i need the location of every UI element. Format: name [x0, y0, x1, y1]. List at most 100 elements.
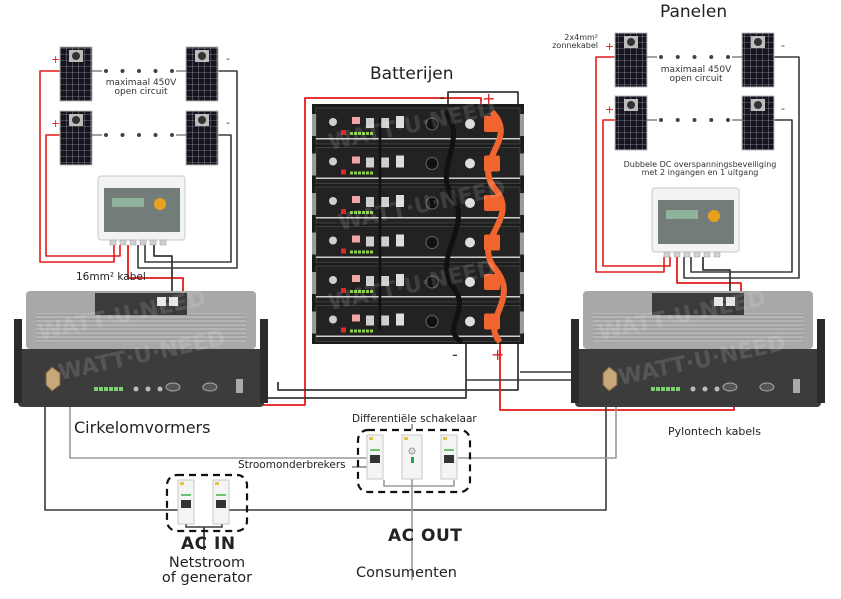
rack-ear [312, 232, 316, 255]
soc-led [358, 211, 361, 214]
right-positive-wire-1 [595, 56, 665, 273]
ac-in-source-line2: of generator [161, 570, 253, 587]
terminal-block [114, 387, 118, 391]
battery-module [312, 265, 524, 303]
surge-protector-line1: Dubbele DC overspanningsbeveiliging [623, 160, 777, 169]
soc-led [354, 171, 357, 175]
soc-led [366, 171, 369, 175]
rj45-port-icon [366, 236, 374, 247]
soc-led [362, 290, 365, 293]
terminal-block [104, 387, 108, 391]
status-led [341, 288, 346, 293]
rj45-port-icon [381, 236, 389, 247]
left-dc-surge-protector [97, 175, 186, 246]
rj45-port-icon [714, 297, 723, 306]
cable-gland-icon [602, 366, 618, 392]
series-dot [120, 69, 125, 73]
power-switch-icon [329, 276, 337, 284]
right-string-voltage-label: maximaal 450V open circuit [651, 65, 741, 85]
right-string1-plus-sign: + [605, 40, 615, 53]
power-switch-icon [329, 157, 337, 166]
negative-terminal [425, 157, 439, 170]
negative-terminal [425, 117, 439, 131]
negative-terminal [425, 275, 439, 289]
breaker-toggle [370, 455, 380, 463]
rj45-port-icon [366, 118, 374, 128]
cable-gland [663, 251, 671, 258]
brand-strip [370, 449, 380, 451]
status-led [341, 248, 346, 254]
status-led [341, 209, 346, 214]
window [104, 188, 180, 232]
breaker-toggle [181, 500, 191, 508]
battery-negative-right-1 [242, 344, 467, 399]
right-string1-minus-sign: - [781, 39, 785, 52]
right-string2-plus-sign: + [605, 103, 615, 116]
cable-gland [159, 239, 167, 246]
terminal [396, 195, 404, 207]
series-dot [170, 133, 174, 137]
battery-terminal [759, 382, 775, 392]
solar-cable-label: 2x4mm² zonnekabel [538, 33, 598, 51]
rack-ear [520, 193, 524, 215]
right-string2-first-panel [614, 95, 648, 151]
series-dot [153, 133, 158, 137]
series-dot [709, 55, 714, 59]
left-string-voltage-line2: open circuit [114, 87, 168, 98]
soc-led [362, 132, 365, 135]
logo-icon [465, 158, 475, 169]
cable-gland [693, 251, 701, 258]
junction-connector [754, 101, 762, 109]
batteries-title: Batterijen [370, 64, 454, 84]
soc-led [366, 290, 369, 293]
rack-ear [520, 114, 524, 136]
terminal-screw [215, 482, 219, 485]
power-switch-icon [329, 118, 337, 126]
front-trim [316, 217, 520, 219]
positive-link-cable [485, 109, 507, 345]
ac-in-breaker-1 [177, 479, 195, 525]
series-dot [692, 118, 697, 122]
series-dot [170, 69, 174, 73]
terminal [396, 234, 404, 247]
dc-cable-label: 16mm² kabel [76, 271, 146, 283]
positive-terminal [484, 195, 500, 211]
series-dot [104, 133, 108, 137]
left-negative-wire-1 [137, 70, 238, 269]
series-dot [659, 55, 663, 59]
rack-ear [312, 153, 316, 176]
base [18, 349, 264, 407]
series-dot [692, 55, 697, 59]
power-switch-icon [793, 379, 800, 393]
side-bracket [14, 319, 22, 403]
right-positive-wire-2 [602, 119, 671, 267]
terminal-block [661, 387, 665, 391]
soc-led [362, 171, 365, 175]
cable-gland [149, 239, 157, 246]
positive-terminal [484, 274, 500, 290]
side-bracket [571, 319, 579, 403]
left-string2-last-panel [185, 110, 219, 166]
breaker-group [165, 428, 472, 533]
rack-ear [312, 193, 316, 215]
right-string2-minus-sign: - [781, 102, 785, 115]
isolator-switch-icon [708, 210, 720, 222]
series-dot [137, 133, 141, 137]
ac-out-wire-right [458, 405, 617, 459]
left-negative-wire-2 [144, 134, 232, 263]
series-dot [675, 118, 680, 122]
soc-led [354, 290, 357, 293]
cable-gland [129, 239, 137, 246]
rack-ear [312, 272, 316, 294]
right-string-voltage-line1: maximaal 450V [660, 65, 732, 75]
power-switch-icon [329, 315, 337, 324]
series-dot [153, 69, 158, 73]
side-bracket [817, 319, 825, 403]
solar-cable-line1: 2x4mm² [564, 33, 598, 42]
power-switch-icon [329, 236, 337, 245]
ac-out-breaker-1 [366, 434, 384, 480]
rj45-port-icon [366, 197, 374, 207]
rj45-port-icon [381, 157, 389, 168]
terminal-block [94, 387, 98, 391]
